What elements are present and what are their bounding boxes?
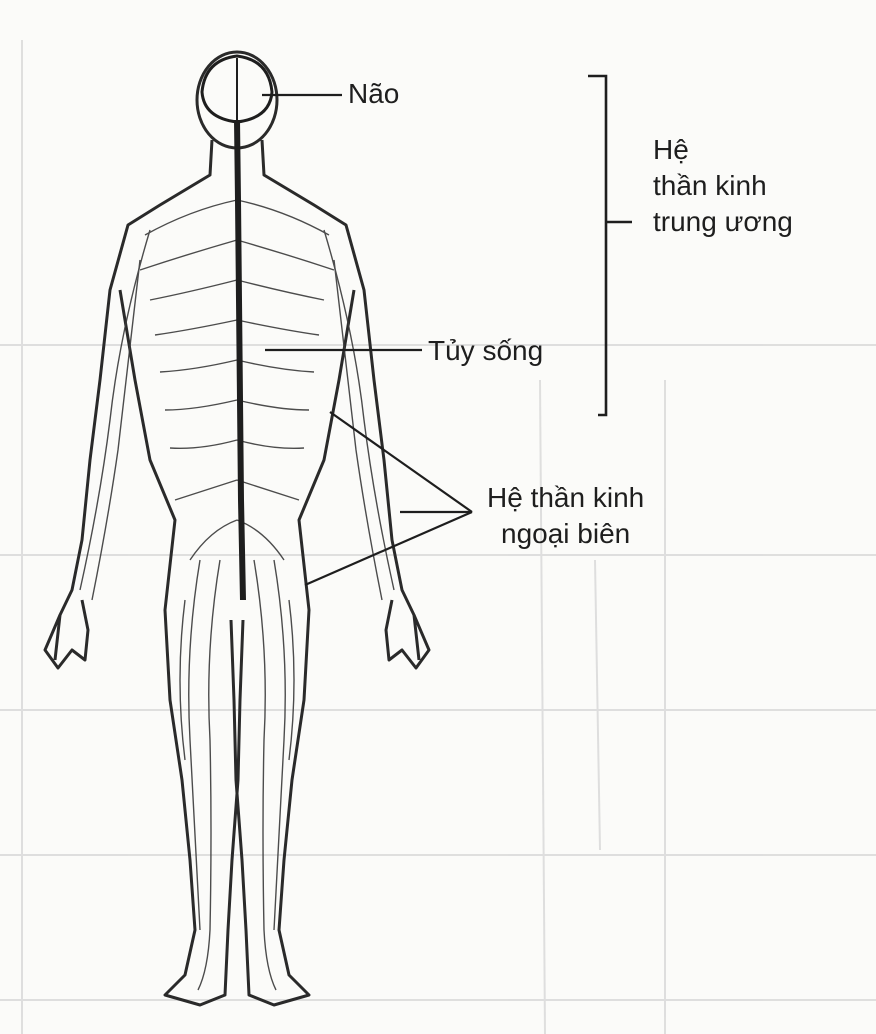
- cns-label: Hệ thần kinh trung ương: [653, 132, 793, 240]
- pns-label: Hệ thần kinh ngoại biên: [487, 480, 644, 552]
- cns-label-line-3: trung ương: [653, 204, 793, 240]
- cns-label-line-2: thần kinh: [653, 168, 793, 204]
- pns-label-line-1: Hệ thần kinh: [487, 480, 644, 516]
- spinal-cord-label: Tủy sống: [428, 333, 543, 369]
- cns-bracket: [588, 76, 632, 415]
- pns-label-line-2: ngoại biên: [487, 516, 644, 552]
- brain-label: Não: [348, 76, 399, 112]
- cns-label-line-1: Hệ: [653, 132, 793, 168]
